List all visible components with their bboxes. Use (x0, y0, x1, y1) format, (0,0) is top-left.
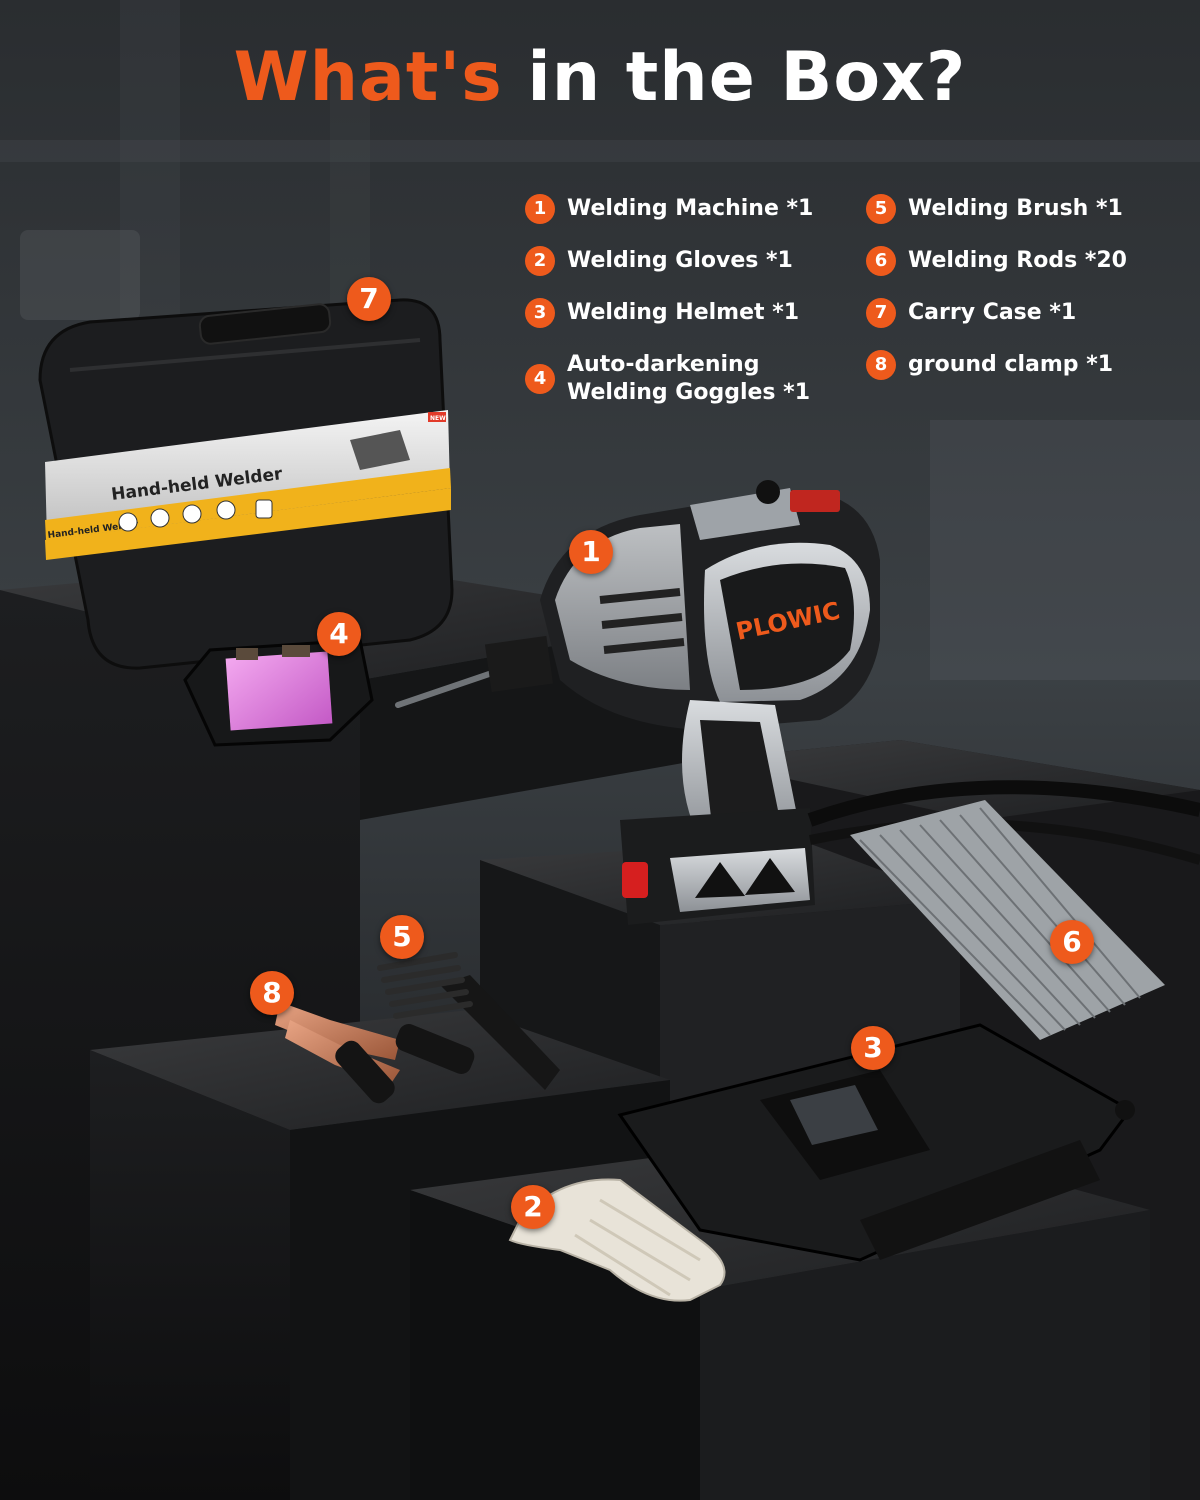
marker-welding-machine: 1 (569, 530, 613, 574)
marker-welding-helmet: 3 (851, 1026, 895, 1070)
item-number-badge: 5 (866, 194, 896, 224)
list-item: 3 Welding Helmet *1 (525, 298, 845, 329)
welding-helmet-illustration (617, 1023, 1135, 1262)
item-number-badge: 7 (866, 298, 896, 328)
marker-welding-rods: 6 (1050, 920, 1094, 964)
list-item: 1 Welding Machine *1 (525, 194, 845, 225)
welding-machine-illustration: PLOWIC (395, 480, 880, 925)
list-item: 7 Carry Case *1 (866, 298, 1186, 329)
list-item: 4 Auto-darkening Welding Goggles *1 (525, 351, 845, 407)
item-number-badge: 8 (866, 350, 896, 380)
list-item: 5 Welding Brush *1 (866, 194, 1186, 225)
list-item: 6 Welding Rods *20 (866, 246, 1186, 277)
item-number-badge: 4 (525, 364, 555, 394)
item-label: Welding Gloves *1 (567, 248, 793, 273)
contents-list-left: 1 Welding Machine *1 2 Welding Gloves *1… (525, 194, 845, 429)
case-badge-text: NEW (430, 415, 446, 422)
title-accent: What's (233, 38, 503, 117)
item-number-badge: 1 (525, 194, 555, 224)
item-label: Welding Machine *1 (567, 196, 814, 221)
item-label: Auto-darkening Welding Goggles *1 (567, 352, 810, 405)
contents-list-right: 5 Welding Brush *1 6 Welding Rods *20 7 … (866, 194, 1186, 403)
marker-ground-clamp: 8 (250, 971, 294, 1015)
item-label: Carry Case *1 (908, 300, 1077, 325)
marker-carry-case: 7 (347, 277, 391, 321)
item-label: Welding Rods *20 (908, 248, 1127, 273)
item-number-badge: 6 (866, 246, 896, 276)
item-label: Welding Brush *1 (908, 196, 1123, 221)
list-item: 8 ground clamp *1 (866, 350, 1186, 381)
ground-clamp-illustration (275, 1002, 475, 1104)
page-title: What's in the Box? (0, 38, 1200, 117)
marker-welding-brush: 5 (380, 915, 424, 959)
item-number-badge: 2 (525, 246, 555, 276)
marker-goggles: 4 (317, 612, 361, 656)
welding-brush-illustration (377, 952, 560, 1090)
item-label: Welding Helmet *1 (567, 300, 800, 325)
gloves-illustration (508, 1178, 726, 1302)
welding-rods-illustration (850, 800, 1165, 1040)
title-rest: in the Box? (527, 38, 967, 117)
goggles-illustration (183, 638, 374, 747)
marker-gloves: 2 (511, 1185, 555, 1229)
item-number-badge: 3 (525, 298, 555, 328)
carry-case-illustration: Hand-held Welder Hand-held Welder NEW (38, 298, 454, 670)
list-item: 2 Welding Gloves *1 (525, 246, 845, 277)
item-label: ground clamp *1 (908, 352, 1114, 377)
